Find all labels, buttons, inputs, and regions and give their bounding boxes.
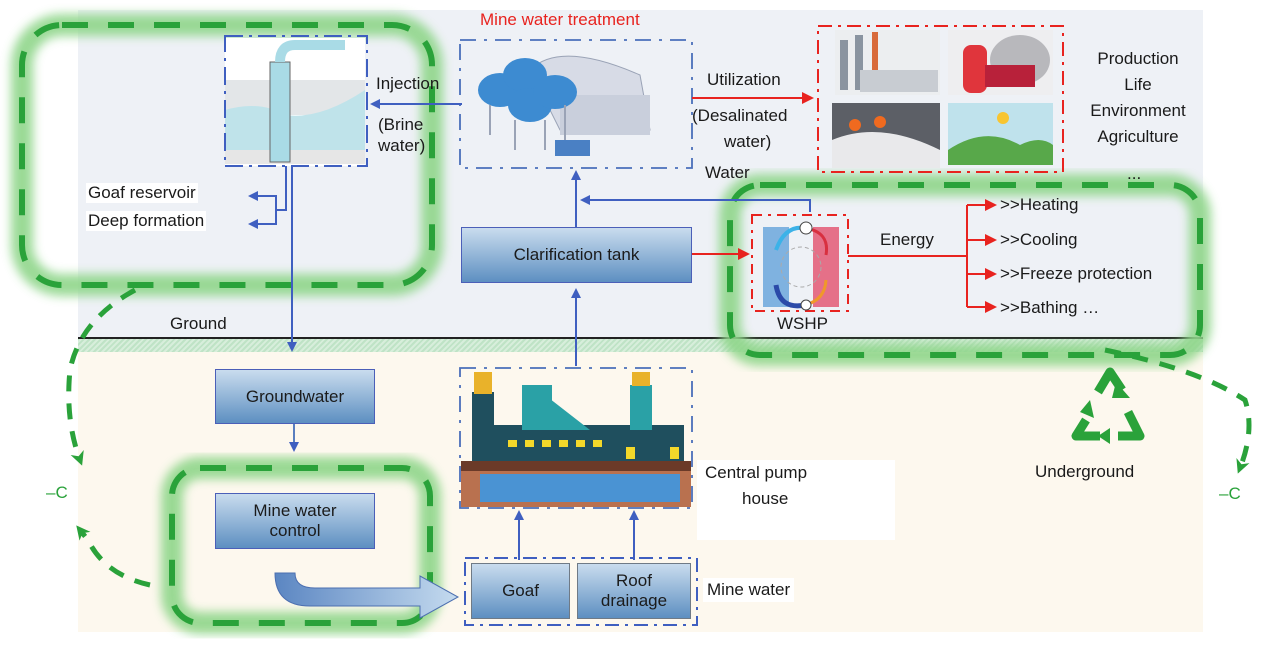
mine-pump-house-illustration: [459, 367, 693, 509]
factory-image: [835, 30, 940, 95]
carbon-arrow-left-bottom: [76, 525, 151, 588]
recycle-icon: [1071, 367, 1145, 441]
landscape-image: [948, 103, 1053, 165]
carbon-arrow-left-top: [66, 287, 137, 466]
injection-well-illustration: [224, 35, 368, 167]
utilization-images: [817, 25, 1064, 173]
label-ellipsis: ...: [1127, 164, 1142, 183]
green-loop-mine-control: [161, 457, 441, 634]
connector-wshp-to-treatment: [580, 195, 811, 212]
use-environment: Environment: [1090, 101, 1186, 120]
water-treatment-plant-illustration: [459, 39, 693, 169]
goaf-box[interactable]: Goaf: [471, 563, 570, 619]
energy-use-freeze: >>Freeze protection: [1000, 264, 1153, 283]
energy-use-cooling: >>Cooling: [1000, 230, 1078, 249]
arrow-deep-formation: [248, 210, 277, 229]
label-central-pump-2: house: [742, 489, 789, 508]
roof-drainage-box[interactable]: Roof drainage: [577, 563, 691, 619]
use-production: Production: [1097, 49, 1179, 68]
label-wshp: WSHP: [777, 314, 828, 333]
label-energy: Energy: [880, 230, 934, 249]
label-brine-2: water): [378, 136, 426, 155]
miners-image: [832, 103, 940, 168]
roof-drainage-label-2: drainage: [600, 591, 668, 610]
utilization-list: Production Life Environment Agriculture: [1083, 46, 1193, 150]
mine-water-control-label-2: control: [269, 521, 321, 540]
arrow-goaf-reservoir: [248, 166, 287, 211]
clarification-tank-box[interactable]: Clarification tank: [461, 227, 692, 283]
carbon-arrow-right: [1104, 347, 1252, 474]
label-utilization: Utilization: [707, 70, 781, 89]
groundwater-label: Groundwater: [245, 386, 345, 406]
label-injection: Injection: [376, 74, 440, 93]
clarification-tank-label: Clarification tank: [513, 245, 640, 264]
roof-drainage-label-1: Roof: [616, 571, 652, 590]
title-mine-water-treatment: Mine water treatment: [480, 10, 640, 29]
energy-use-heating: >>Heating: [1000, 195, 1079, 214]
goaf-label: Goaf: [502, 581, 539, 600]
label-central-pump-house: Central pump house: [697, 460, 895, 540]
arrow-control-to-mine-water: [274, 572, 460, 619]
label-goaf-reservoir: Goaf reservoir: [86, 183, 198, 203]
label-mine-water: Mine water: [703, 578, 795, 602]
label-desalinated-2: water): [724, 132, 772, 151]
energy-use-bathing: >>Bathing …: [1000, 298, 1100, 317]
label-central-pump-1: Central pump: [705, 463, 808, 482]
use-agriculture: Agriculture: [1097, 127, 1179, 146]
wshp-cycle-diagram: [751, 214, 849, 312]
label-brine-1: (Brine: [378, 115, 424, 134]
label-deep-formation: Deep formation: [86, 211, 207, 231]
mine-water-group: [464, 557, 698, 626]
label-desalinated-1: (Desalinated: [692, 106, 788, 125]
groundwater-box[interactable]: Groundwater: [215, 369, 375, 424]
label-carbon-right: –C: [1219, 484, 1241, 503]
mine-water-control-box[interactable]: Mine water control: [215, 493, 375, 549]
label-underground: Underground: [1035, 462, 1135, 481]
green-loop-wshp: [719, 174, 1211, 366]
use-life: Life: [1124, 75, 1152, 94]
green-loop-injection: [11, 14, 443, 296]
label-carbon-left: –C: [46, 483, 68, 502]
mine-water-control-label-1: Mine water: [253, 501, 337, 520]
ground-line: [78, 337, 1203, 339]
fire-truck-image: [948, 30, 1053, 95]
label-ground: Ground: [170, 314, 227, 333]
label-water: Water: [705, 163, 750, 182]
